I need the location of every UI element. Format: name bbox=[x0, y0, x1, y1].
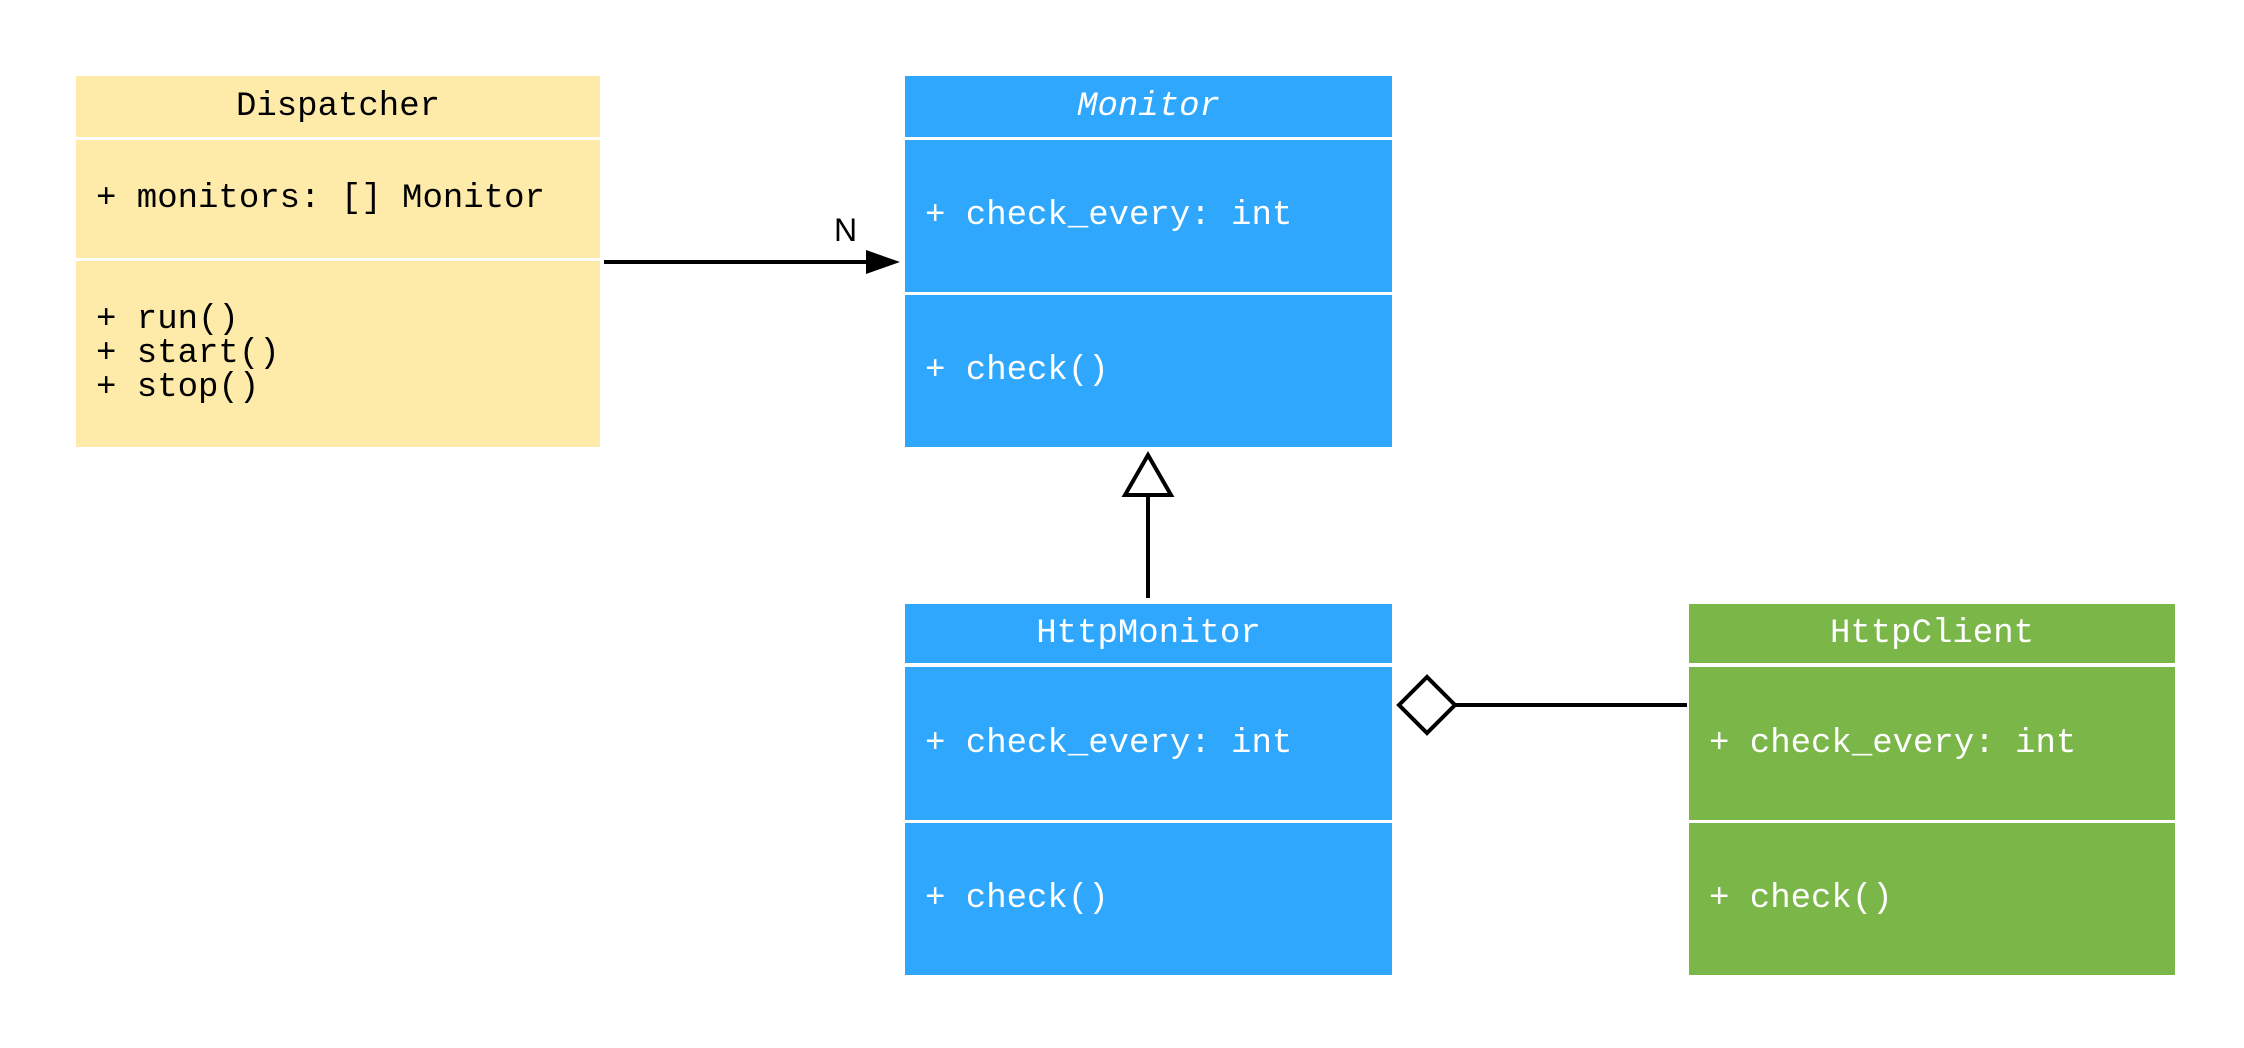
class-monitor[interactable]: Monitor + check_every: int + check() bbox=[905, 76, 1392, 447]
class-attributes: + check_every: int bbox=[1689, 667, 2175, 820]
class-name: HttpMonitor bbox=[905, 604, 1392, 663]
class-attributes: + check_every: int bbox=[905, 140, 1392, 292]
attribute: + check_every: int bbox=[1709, 724, 2077, 763]
attribute: + monitors: [] Monitor bbox=[96, 180, 545, 218]
method: + start() bbox=[96, 335, 280, 373]
attribute: + check_every: int bbox=[925, 197, 1293, 235]
class-name: HttpClient bbox=[1689, 604, 2175, 663]
method: + stop() bbox=[96, 369, 260, 407]
method: + run() bbox=[96, 301, 239, 339]
class-http-monitor[interactable]: HttpMonitor + check_every: int + check() bbox=[905, 604, 1392, 975]
attribute: + check_every: int bbox=[925, 724, 1293, 763]
class-http-client[interactable]: HttpClient + check_every: int + check() bbox=[1689, 604, 2175, 975]
class-dispatcher[interactable]: Dispatcher + monitors: [] Monitor + run(… bbox=[76, 76, 600, 447]
class-name: Monitor bbox=[905, 76, 1392, 137]
association-arrow bbox=[604, 250, 900, 274]
class-methods: + run() + start() + stop() bbox=[76, 261, 600, 447]
aggregation-connector bbox=[1396, 674, 1687, 736]
class-name: Dispatcher bbox=[76, 76, 600, 137]
method: + check() bbox=[925, 880, 1109, 918]
method: + check() bbox=[1709, 880, 1893, 918]
class-methods: + check() bbox=[1689, 823, 2175, 975]
method: + check() bbox=[925, 352, 1109, 390]
multiplicity-label: N bbox=[834, 212, 858, 248]
class-attributes: + check_every: int bbox=[905, 667, 1392, 820]
class-attributes: + monitors: [] Monitor bbox=[76, 140, 600, 258]
inheritance-arrow bbox=[1121, 450, 1175, 598]
class-methods: + check() bbox=[905, 295, 1392, 447]
class-methods: + check() bbox=[905, 823, 1392, 975]
